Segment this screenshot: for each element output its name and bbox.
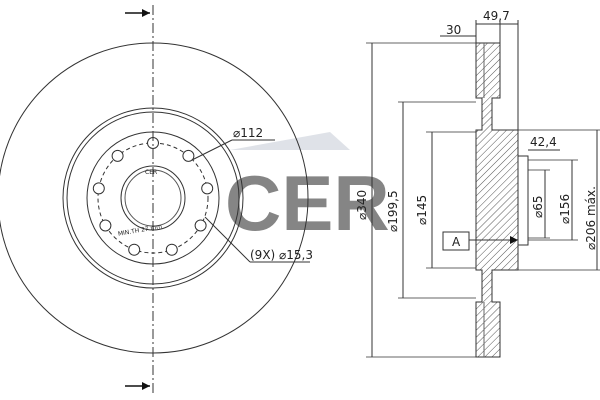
pcd-label: ⌀112 — [233, 126, 263, 140]
dim-label-424: 42,4 — [530, 135, 557, 149]
section-arrowhead-top — [142, 9, 150, 17]
bolt-hole — [201, 182, 214, 195]
dim-label-30: 30 — [446, 23, 461, 37]
section-arrowhead-bottom — [142, 382, 150, 390]
dim-label-340: ⌀340 — [355, 190, 369, 220]
dim-label-156: ⌀156 — [558, 194, 572, 224]
watermark-logo: CER — [225, 132, 390, 247]
hub-text-cer: CER — [145, 169, 157, 176]
hub-markings: CER MIN.TH 27 mm — [117, 169, 162, 238]
reference-a-label: A — [452, 235, 461, 249]
disc-section-profile — [475, 42, 529, 358]
pcd-leader — [191, 139, 233, 161]
reference-a-arrow — [510, 236, 518, 244]
hub-text-minth: MIN.TH 27 mm — [117, 223, 162, 238]
holes-label: (9X) ⌀15,3 — [250, 248, 313, 262]
bolt-hole — [165, 243, 178, 256]
dim-label-1995: ⌀199,5 — [386, 190, 400, 232]
dim-label-65: ⌀65 — [531, 196, 545, 219]
hub-face — [517, 155, 529, 246]
dim-label-145: ⌀145 — [415, 195, 429, 225]
watermark-text: CER — [225, 159, 390, 247]
bolt-hole — [111, 149, 124, 162]
side-view — [366, 20, 600, 358]
dim-label-497: 49,7 — [483, 9, 510, 23]
bolt-hole — [128, 243, 141, 256]
dim-label-206: ⌀206 máx. — [584, 186, 598, 250]
bolt-hole — [92, 182, 105, 195]
bolt-holes — [92, 137, 214, 256]
bolt-hole — [194, 219, 207, 232]
holes-leader — [204, 216, 251, 263]
front-view — [0, 5, 310, 395]
bolt-hole — [182, 149, 195, 162]
bolt-hole — [99, 219, 112, 232]
reference-a-box — [442, 231, 470, 251]
